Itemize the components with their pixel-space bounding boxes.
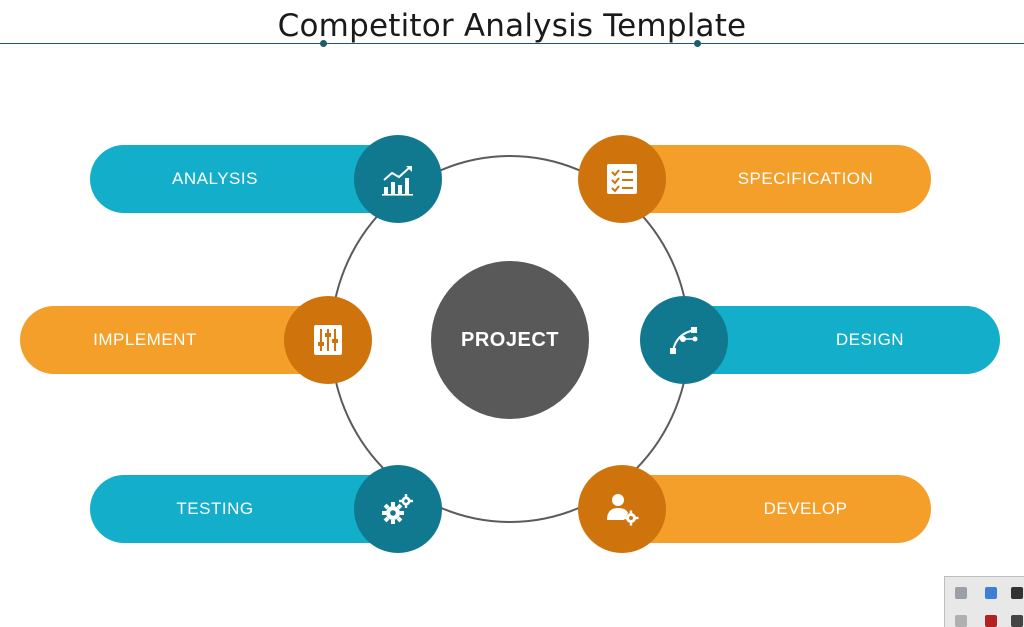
testing-label: TESTING — [176, 499, 254, 518]
develop-label: DEVELOP — [763, 499, 848, 518]
sliders-icon — [314, 325, 342, 355]
divider-dot — [320, 40, 327, 47]
center-label: PROJECT — [461, 328, 559, 351]
shield-icon[interactable] — [955, 615, 967, 627]
page-title: Competitor Analysis Template — [277, 8, 747, 44]
analysis-label: ANALYSIS — [172, 169, 258, 188]
gears-icon — [382, 494, 413, 524]
design-node — [640, 296, 728, 384]
title-divider — [0, 43, 1024, 44]
divider-dot — [694, 40, 701, 47]
app-icon[interactable] — [985, 615, 997, 627]
bezier-pen-icon — [670, 327, 698, 354]
checklist-icon — [607, 164, 637, 194]
app-icon[interactable] — [985, 587, 997, 599]
system-tray[interactable] — [944, 576, 1024, 627]
user-gear-icon — [607, 494, 639, 526]
testing-node — [354, 465, 442, 553]
implement-label: IMPLEMENT — [93, 330, 197, 349]
app-icon[interactable] — [1011, 587, 1023, 599]
design-label: DESIGN — [835, 330, 905, 349]
specification-label: SPECIFICATION — [737, 169, 874, 188]
implement-node — [284, 296, 372, 384]
cloud-icon[interactable] — [955, 587, 967, 599]
analysis-node — [354, 135, 442, 223]
specification-node — [578, 135, 666, 223]
develop-node — [578, 465, 666, 553]
app-icon[interactable] — [1011, 615, 1023, 627]
bar-chart-icon — [382, 166, 413, 196]
center-hub: PROJECT — [431, 261, 589, 419]
